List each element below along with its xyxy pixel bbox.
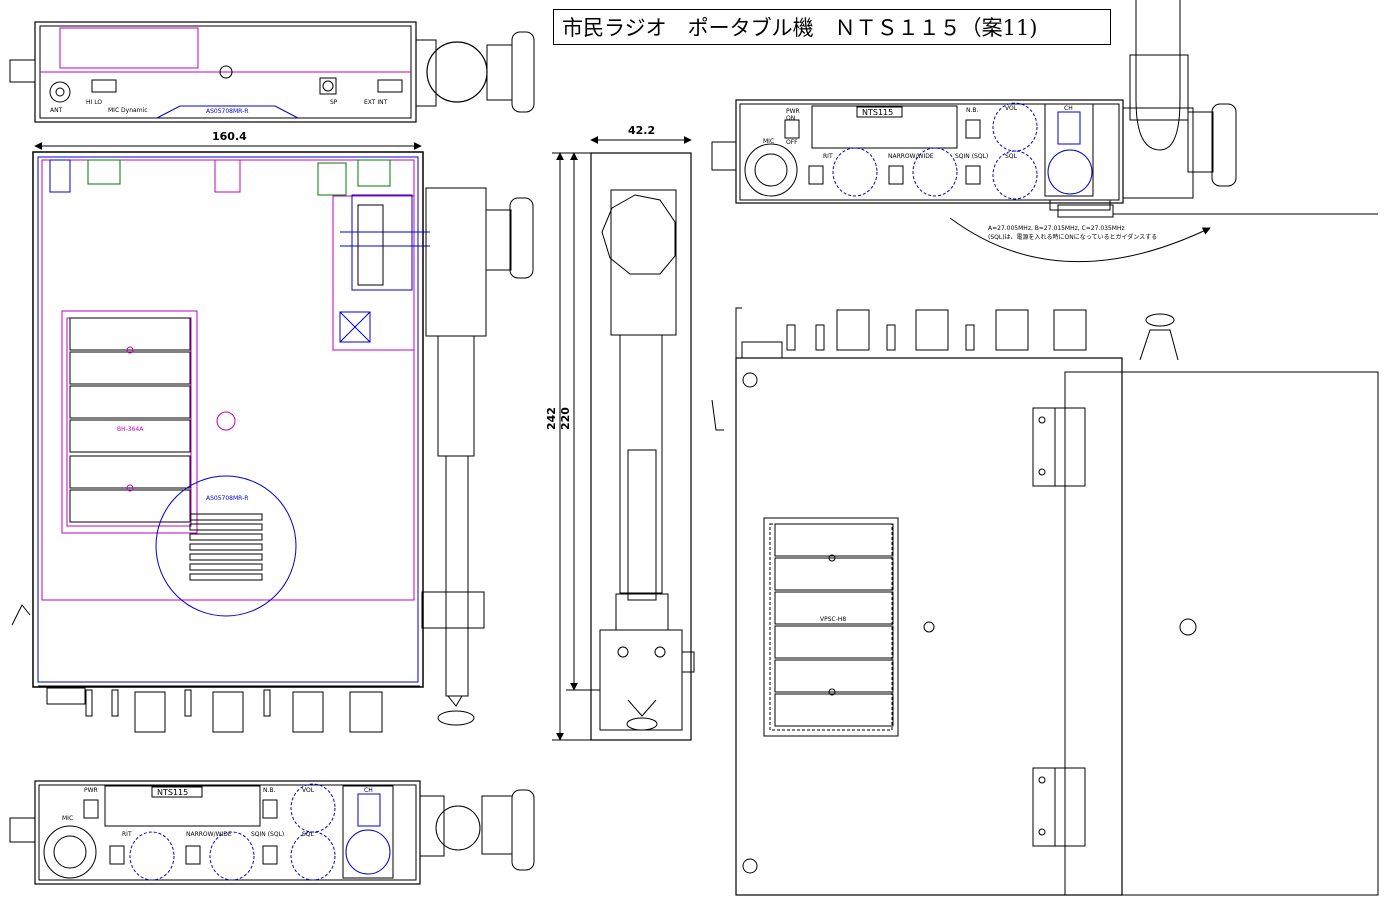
mic-dynamic-label: MIC Dynamic xyxy=(108,107,148,114)
side-view xyxy=(590,152,695,741)
rit-label: RIT xyxy=(823,153,833,160)
on-label: ON xyxy=(786,115,795,122)
width-value: 160.4 xyxy=(212,130,247,143)
lower-sql-label: SQL xyxy=(302,831,315,838)
top-view xyxy=(9,21,535,123)
sp-label: SP xyxy=(330,99,338,106)
bh-holder-label: BH-364A xyxy=(117,426,144,433)
nb-label: N.B. xyxy=(966,107,979,114)
depth-value: 42.2 xyxy=(628,124,655,137)
channel-note-line2: (SQL)は、電源を入れる時にONになっているとガイダンスする xyxy=(988,233,1157,241)
front-panel-upper xyxy=(711,0,1378,218)
speaker-label: AS05708MR-R xyxy=(206,495,248,502)
speaker-part-label: AS05708MR-R xyxy=(206,108,248,115)
vol-label: VOL xyxy=(1005,105,1018,112)
ext-int-label: EXT INT xyxy=(364,99,388,106)
hi-lo-label: HI LO xyxy=(86,99,102,106)
back-view xyxy=(711,307,1379,896)
sqin-label: SQIN (SQL) xyxy=(955,153,988,160)
lower-rit-label: RIT xyxy=(122,831,132,838)
lower-model-label: NTS115 xyxy=(157,788,188,797)
ant-label: ANT xyxy=(50,107,63,114)
height-total-value: 242 xyxy=(545,407,558,430)
front-view xyxy=(11,151,534,733)
sql-label: SQL xyxy=(1005,153,1018,160)
side-dimensions xyxy=(552,136,692,741)
height-body-value: 220 xyxy=(559,407,572,430)
lower-narrow-wide-label: NARROW/WIDE xyxy=(186,831,232,838)
lower-sqin-label: SQIN (SQL) xyxy=(251,831,284,838)
pwr-label: PWR xyxy=(786,108,800,115)
front-panel-lower xyxy=(9,780,535,885)
drawing-title: 市民ラジオ ポータブル機 ＮＴＳ１１５（案11) xyxy=(553,9,1111,45)
lower-ch-label: CH xyxy=(364,787,373,794)
lower-mic-label: MIC xyxy=(62,815,73,822)
channel-note-line1: A=27.005MHz, B=27.015MHz, C=27.035MHz xyxy=(988,225,1125,232)
lower-vol-label: VOL xyxy=(302,787,315,794)
model-label: NTS115 xyxy=(862,108,893,117)
channel-note-arc xyxy=(949,217,1211,263)
narrow-wide-label: NARROW/WIDE xyxy=(888,153,934,160)
mic-label: MIC xyxy=(763,138,774,145)
vpsc-holder-label: VPSC-H8 xyxy=(820,616,846,623)
lower-nb-label: N.B. xyxy=(263,787,276,794)
ch-label: CH xyxy=(1064,105,1073,112)
off-label: OFF xyxy=(786,139,798,146)
lower-pwr-label: PWR xyxy=(84,787,98,794)
